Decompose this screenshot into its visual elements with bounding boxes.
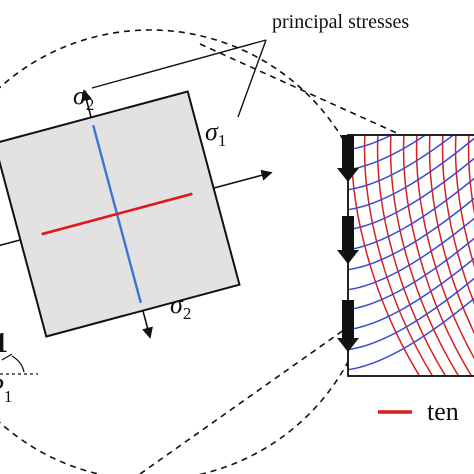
angle-glyph-bottom: P1 [0,373,12,406]
compression-trajectory [348,137,474,211]
major-principal-line [41,192,193,236]
tension-trajectory [363,135,434,376]
sigma2-bottom-label: σ2 [170,290,191,323]
angle-glyph-top: 1 [0,328,8,359]
compression-trajectory [348,257,474,331]
angle-fragment: 1 P1 [0,328,38,406]
sigma1-arrow-left [0,239,21,257]
tension-trajectory [441,135,474,305]
compression-trajectory [348,217,474,291]
sigma2-arrow-top [81,89,92,118]
load-arrow-2 [337,216,359,264]
tension-trajectory [415,135,474,360]
tension-trajectory [428,135,474,334]
compression-trajectory [348,277,474,351]
compression-trajectory [348,135,427,171]
stress-trajectory-panel [337,134,474,377]
principal-stresses-annotation: principal stresses [272,11,409,33]
load-arrow-1 [337,135,359,182]
tension-trajectory [389,135,460,376]
compression-trajectory [348,297,474,371]
sigma1-arrow-right [213,169,273,189]
sigma2-arrow-bottom [142,310,153,339]
compression-trajectory [348,157,474,231]
compression-trajectory [348,135,393,151]
leader-line-sigma2 [91,39,267,89]
angle-arc [11,355,25,373]
compression-trajectory [348,237,474,311]
compression-trajectory [348,177,474,251]
leader-line-sigma1 [237,39,267,118]
tension-trajectory [454,135,474,268]
load-arrows [337,135,359,352]
legend: ten [378,397,459,426]
stress-element [0,89,273,339]
compression-trajectory [348,135,455,191]
zoom-connector-bottom [139,237,474,474]
compression-trajectory [348,197,474,271]
sigma1-label: σ1 [205,117,226,150]
angle-tick [1,353,13,361]
sigma2-top-label: σ2 [73,81,94,114]
load-arrow-3 [337,300,359,352]
tension-trajectory [402,135,473,376]
tension-trajectory [467,135,474,214]
legend-tension-label: ten [427,397,459,426]
